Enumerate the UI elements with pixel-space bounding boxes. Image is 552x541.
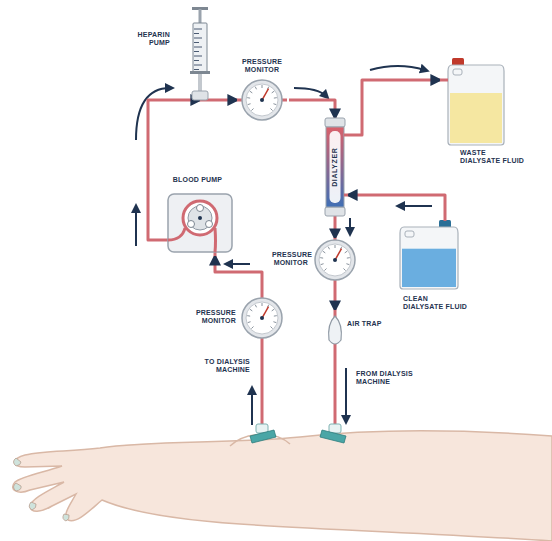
blood-tube — [148, 100, 200, 240]
blood-tube — [200, 99, 237, 102]
tube-stub — [261, 296, 264, 340]
blood-tube — [289, 100, 335, 118]
component-label: BLOOD PUMP — [160, 176, 235, 184]
component-label: WASTE DIALYSATE FLUID — [460, 149, 526, 166]
tube-stub — [440, 79, 448, 82]
component: BLOOD PUMP — [160, 172, 237, 256]
component-label: PRESSURE MONITOR — [237, 58, 287, 75]
component: PRESSURE MONITOR — [237, 58, 289, 120]
direction-label: TO DIALYSIS MACHINE — [195, 358, 250, 375]
cannula — [250, 424, 276, 443]
gauge — [315, 240, 355, 280]
finger-nails — [14, 458, 70, 521]
label-holder: TO DIALYSIS MACHINE — [195, 358, 250, 375]
syringe — [190, 7, 210, 100]
blood-tube — [334, 216, 337, 238]
blood-tube — [334, 282, 337, 310]
component: PRESSURE MONITOR — [190, 296, 285, 340]
flow-arrows — [136, 66, 432, 425]
jug — [448, 58, 504, 145]
pump-body — [168, 194, 232, 252]
component: HEPARIN PUMP — [130, 5, 225, 100]
jug — [400, 220, 458, 289]
tube-venous — [334, 352, 337, 428]
component: CLEAN DIALYSATE FLUID — [395, 215, 495, 315]
component-icon — [160, 172, 237, 256]
component: WASTE DIALYSATE FLUID — [440, 55, 540, 170]
tube-stub — [160, 239, 168, 242]
tube-arterial — [261, 340, 264, 428]
component-label: HEPARIN PUMP — [130, 31, 170, 48]
component-icon — [440, 55, 540, 170]
blood-tube — [348, 80, 440, 135]
component-label: CLEAN DIALYSATE FLUID — [403, 295, 469, 312]
component: AIR TRAP — [327, 310, 389, 352]
component-label: AIR TRAP — [347, 320, 387, 328]
tube-stub — [334, 310, 337, 352]
arm — [13, 431, 552, 541]
component-label: PRESSURE MONITOR — [190, 309, 236, 326]
component-label: DIALYZER — [331, 127, 339, 207]
air-trap-chamber — [329, 316, 342, 344]
tube-stub — [237, 99, 287, 102]
component: DIALYZER — [322, 118, 348, 216]
cannula — [320, 424, 346, 443]
tube-stub — [444, 215, 447, 221]
component-icon — [327, 310, 389, 352]
blood-tube — [348, 195, 445, 215]
component: PRESSURE MONITOR — [272, 238, 357, 282]
blood-tube — [215, 256, 262, 296]
gauge — [242, 298, 282, 338]
dialyzer-body — [325, 118, 345, 216]
tube-stub — [344, 194, 348, 197]
gauge — [242, 80, 282, 120]
tube-stub — [214, 252, 217, 256]
component-label: PRESSURE MONITOR — [272, 251, 308, 268]
direction-label: FROM DIALYSIS MACHINE — [356, 370, 426, 387]
tube-stub — [344, 134, 348, 137]
component-icon — [130, 5, 225, 100]
label-holder: FROM DIALYSIS MACHINE — [356, 370, 426, 387]
tube-stub — [334, 238, 337, 282]
